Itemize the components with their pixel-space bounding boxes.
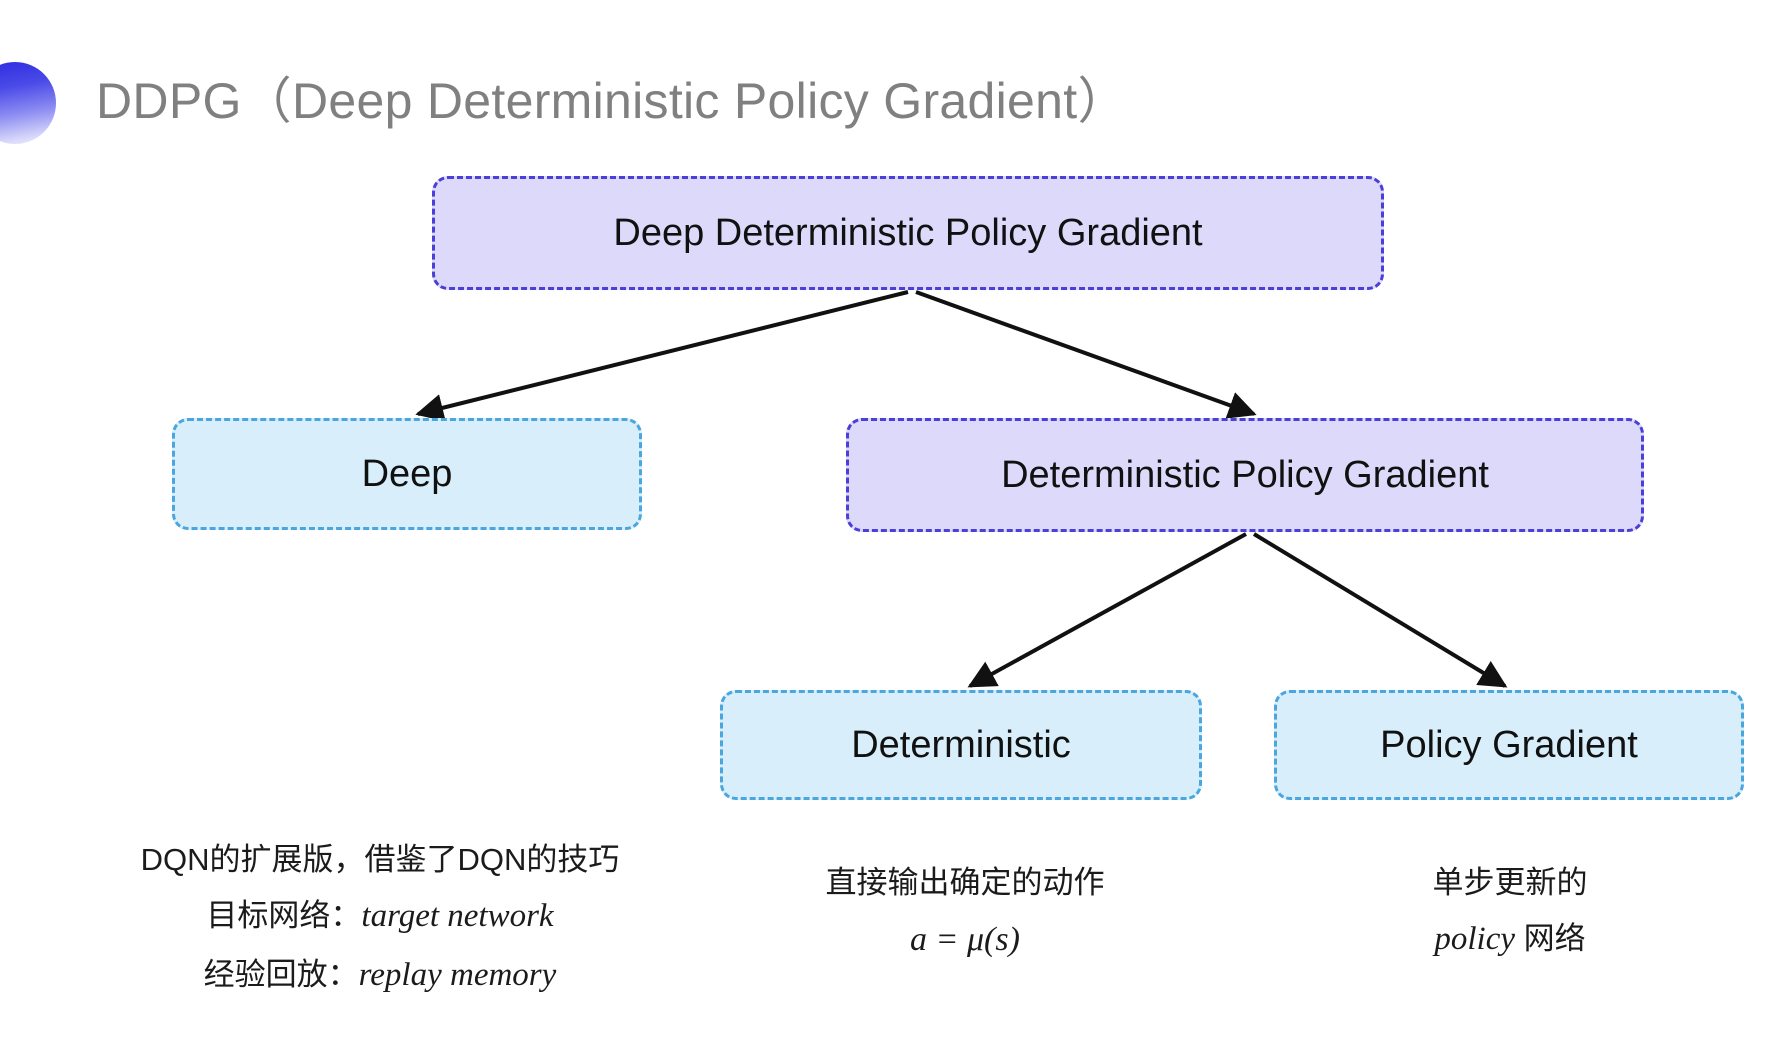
note-deep-line-2-term: target network [361, 898, 554, 935]
note-deterministic: 直接输出确定的动作 a = μ(s) [700, 855, 1230, 971]
node-deterministic[interactable]: Deterministic [720, 690, 1202, 800]
note-deep-line-2-label: 目标网络： [206, 898, 362, 934]
node-policy-gradient[interactable]: Policy Gradient [1274, 690, 1744, 800]
note-policy-gradient: 单步更新的 policy 网络 [1260, 855, 1760, 969]
note-deep-line-3-label: 经验回放： [203, 956, 359, 992]
edge-dpg-to-deterministic [967, 532, 1247, 688]
note-deep: DQN的扩展版，借鉴了DQN的技巧 目标网络：target network 经验… [80, 832, 680, 1005]
note-policy-gradient-suffix: 网络 [1515, 921, 1586, 957]
edge-root-to-deep [415, 290, 909, 422]
page-title: DDPG（Deep Deterministic Policy Gradient） [96, 73, 1128, 129]
note-deterministic-formula: a = μ(s) [910, 921, 1020, 959]
note-policy-gradient-line-1: 单步更新的 [1432, 865, 1588, 900]
edge-dpg-to-policy-gradient [1252, 532, 1508, 688]
node-deterministic-policy-gradient[interactable]: Deterministic Policy Gradient [846, 418, 1644, 532]
note-policy-gradient-line-2: policy 网络 [1260, 910, 1760, 969]
note-deep-line-2: 目标网络：target network [80, 887, 680, 946]
note-deep-line-3-term: replay memory [358, 956, 557, 993]
node-deep-deterministic-policy-gradient[interactable]: Deep Deterministic Policy Gradient [432, 176, 1384, 290]
node-deep[interactable]: Deep [172, 418, 642, 530]
note-deterministic-line-1: 直接输出确定的动作 [825, 865, 1105, 900]
edge-root-to-dpg [915, 290, 1257, 419]
note-deep-line-3: 经验回放：replay memory [80, 946, 680, 1005]
note-policy-gradient-term: policy [1434, 921, 1515, 958]
half-circle-gradient-icon [0, 62, 56, 144]
note-deep-line-1: DQN的扩展版，借鉴了DQN的技巧 [140, 842, 620, 877]
